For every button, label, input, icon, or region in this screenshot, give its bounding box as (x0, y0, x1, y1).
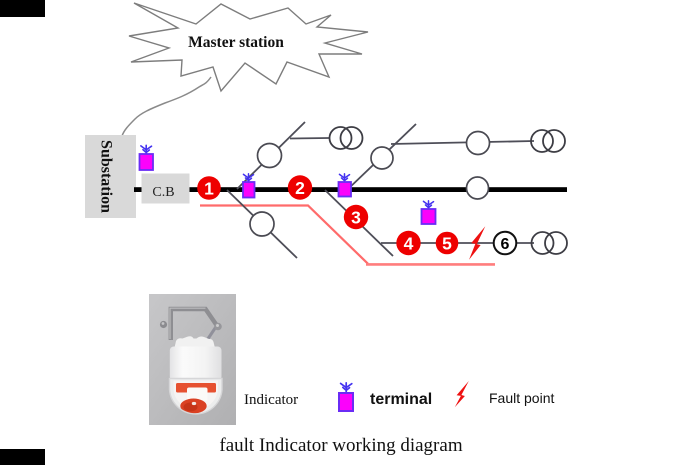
svg-text:6: 6 (501, 236, 510, 253)
svg-text:4: 4 (404, 233, 414, 253)
svg-text:Fault point: Fault point (489, 390, 554, 406)
svg-text:1: 1 (204, 178, 214, 198)
svg-text:2: 2 (295, 178, 305, 198)
svg-text:Indicator: Indicator (244, 392, 298, 408)
svg-text:C.B: C.B (152, 185, 174, 200)
svg-text:fault Indicator working diagra: fault Indicator working diagram (219, 435, 462, 456)
svg-text:3: 3 (351, 207, 361, 227)
svg-text:5: 5 (442, 233, 452, 253)
svg-text:Substation: Substation (98, 140, 115, 213)
svg-text:Master station: Master station (188, 34, 284, 51)
svg-text:terminal: terminal (370, 391, 432, 408)
